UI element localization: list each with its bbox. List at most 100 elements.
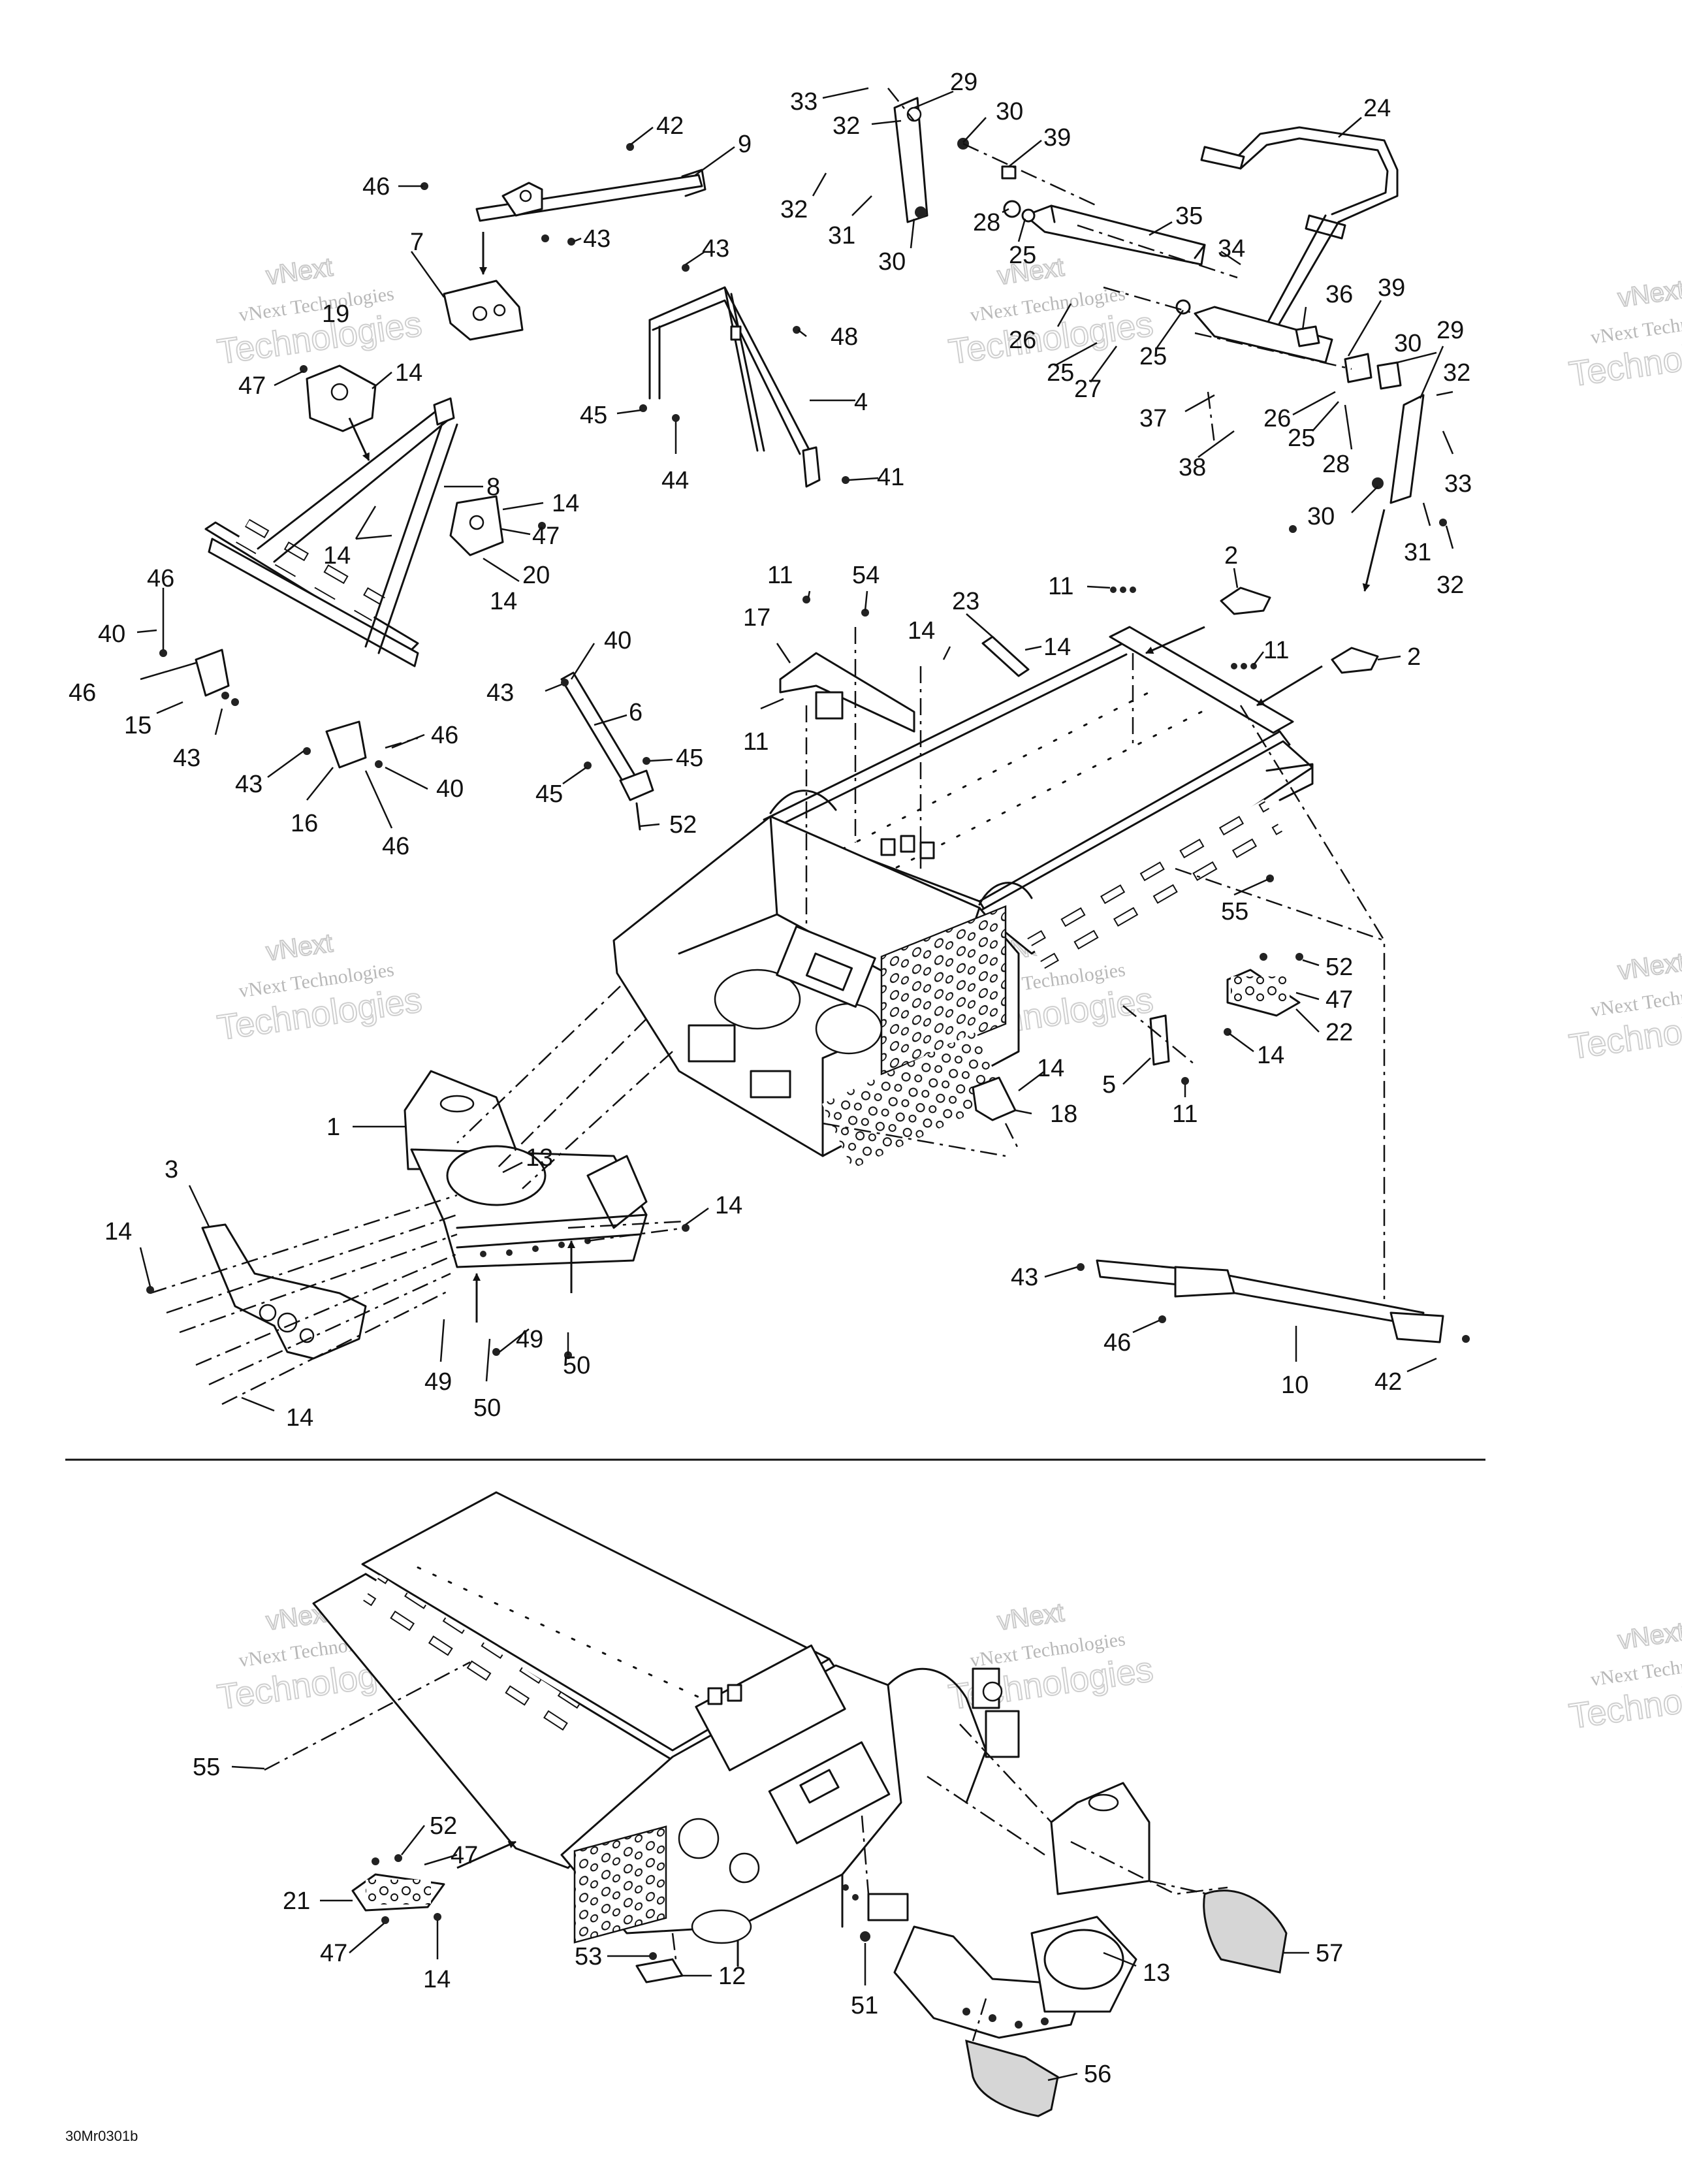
callout: 55	[193, 1754, 220, 1781]
callout: 14	[552, 490, 579, 517]
callout: 28	[1322, 451, 1350, 478]
callout: 14	[1037, 1055, 1064, 1082]
callout: 6	[629, 699, 643, 726]
callout: 29	[950, 69, 977, 96]
svg-text:vNext: vNext	[264, 929, 334, 967]
callout: 25	[1139, 343, 1167, 370]
callout: 40	[436, 775, 464, 803]
callout: 11	[743, 728, 769, 756]
callout: 1	[326, 1114, 340, 1141]
callout: 54	[852, 562, 880, 589]
callout: 11	[767, 562, 793, 589]
callout: 49	[516, 1326, 543, 1353]
callout: 14	[286, 1404, 313, 1432]
callout: 21	[283, 1887, 310, 1915]
callout: 47	[320, 1940, 347, 1967]
callout: 42	[1374, 1368, 1402, 1396]
callout: 18	[1050, 1100, 1077, 1128]
callout: 13	[1143, 1959, 1170, 1987]
callout: 13	[526, 1144, 553, 1172]
callout: 52	[430, 1812, 457, 1840]
callout: 14	[490, 588, 517, 615]
callout-leaders	[136, 87, 1454, 2081]
callout: 32	[1443, 359, 1470, 387]
callout: 23	[952, 588, 979, 615]
callout: 43	[173, 745, 200, 772]
callout: 4	[854, 389, 868, 416]
callout: 49	[424, 1368, 452, 1396]
callout: 51	[851, 1992, 878, 2019]
callout: 47	[532, 522, 560, 550]
callout: 50	[563, 1352, 590, 1379]
part-18-bracket	[972, 1076, 1017, 1121]
callout: 25	[1009, 242, 1036, 269]
part-12-bracket	[635, 1958, 684, 1983]
callout: 47	[1325, 986, 1353, 1014]
callout: 30	[1394, 330, 1421, 357]
callout: 47	[238, 372, 266, 400]
fasteners-lower	[372, 1854, 870, 1960]
callout: 2	[1224, 542, 1238, 570]
callout: 11	[1172, 1100, 1198, 1128]
callout: 36	[1325, 281, 1353, 308]
callout: 14	[1257, 1042, 1284, 1069]
chassis-tunnel-lower	[312, 1491, 1020, 1967]
callout: 46	[1103, 1329, 1131, 1357]
svg-text:vNext: vNext	[996, 1598, 1066, 1636]
callout: 8	[486, 474, 500, 501]
callout: 45	[676, 745, 703, 772]
callout: 14	[908, 617, 935, 645]
callout: 30	[1307, 503, 1335, 530]
part-24-handlebar	[1200, 126, 1399, 341]
callout: 25	[1047, 359, 1074, 387]
part-35-riser-block	[1024, 204, 1206, 266]
watermark: vNext vNext Technologies Technologies	[945, 1598, 1156, 1718]
part-3-side-plate	[201, 1223, 367, 1360]
callout: 43	[486, 679, 514, 707]
callout: 46	[69, 679, 96, 707]
callout: 14	[104, 1218, 132, 1245]
svg-text:vNext: vNext	[1616, 948, 1682, 986]
callout: 11	[1263, 637, 1289, 664]
callout: 43	[702, 235, 729, 263]
callout: 43	[235, 771, 262, 798]
callout: 48	[831, 323, 858, 351]
callout: 42	[656, 112, 684, 140]
callout: 47	[451, 1842, 478, 1869]
callout: 10	[1281, 1372, 1309, 1399]
callout: 32	[1436, 571, 1464, 599]
callout: 28	[973, 209, 1000, 236]
callout: 7	[410, 229, 424, 256]
callout: 46	[362, 173, 390, 201]
svg-text:vNext: vNext	[1616, 275, 1682, 313]
callout: 24	[1363, 95, 1391, 122]
callout: 33	[1444, 470, 1472, 498]
callout: 33	[790, 88, 817, 116]
callout: 14	[1043, 634, 1071, 661]
part-2-bumper-caps	[1220, 586, 1379, 674]
callout: 37	[1139, 405, 1167, 432]
callout: 9	[738, 131, 752, 158]
callout: 34	[1218, 235, 1245, 263]
callout: 53	[575, 1943, 602, 1970]
callout: 31	[1404, 539, 1431, 566]
callout: 19	[322, 300, 349, 328]
callout: 25	[1288, 425, 1315, 452]
watermark: vNext vNext Technologies Technologies	[1566, 1616, 1682, 1737]
watermark: vNext vNext Technologies Technologies	[214, 252, 425, 372]
callout-labels: 42 9 46 43 7 19 14 47 8 14 47 14 20 14 4…	[69, 69, 1472, 2088]
fasteners-upper	[146, 143, 1470, 1359]
callout: 3	[165, 1156, 178, 1183]
callout: 52	[669, 811, 697, 839]
callout: 12	[718, 1963, 746, 1990]
callout: 29	[1436, 317, 1464, 344]
part-front-cradle-lower	[1050, 1782, 1150, 1895]
callout: 56	[1084, 2061, 1111, 2088]
callout: 46	[382, 833, 409, 860]
callout: 43	[583, 225, 611, 253]
callout: 16	[291, 810, 318, 837]
assembly-lines-lower	[264, 1661, 1228, 2042]
part-9-upper-support	[475, 169, 706, 222]
part-13-front-frame	[410, 1145, 648, 1268]
